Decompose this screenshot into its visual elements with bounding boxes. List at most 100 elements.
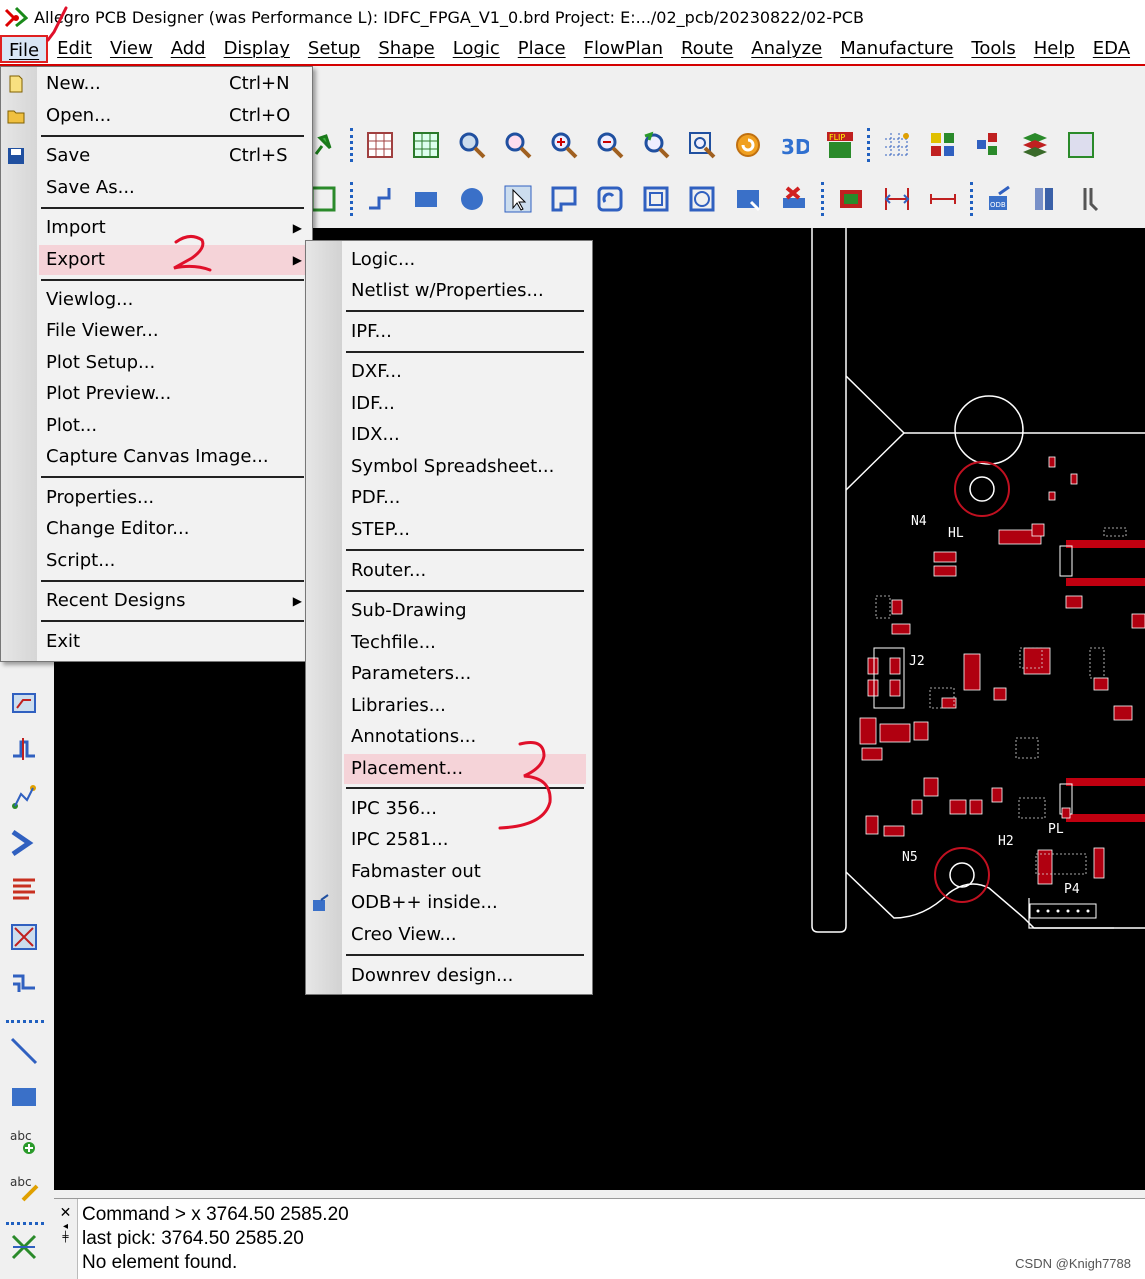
- zoom-window-icon[interactable]: [503, 130, 533, 160]
- menu-eda[interactable]: EDA: [1092, 38, 1131, 59]
- export-router-item[interactable]: Router...: [344, 556, 586, 586]
- export-ipc2581-item[interactable]: IPC 2581...: [344, 825, 586, 855]
- export-idx-item[interactable]: IDX...: [344, 420, 586, 450]
- zoom-in-icon[interactable]: [549, 130, 579, 160]
- file-plot-item[interactable]: Plot...: [39, 411, 306, 441]
- export-parameters-item[interactable]: Parameters...: [344, 659, 586, 689]
- menu-analyze[interactable]: Analyze: [751, 38, 823, 59]
- menu-logic[interactable]: Logic: [452, 38, 500, 59]
- file-exit-item[interactable]: Exit: [39, 627, 306, 657]
- add-line-icon[interactable]: [9, 1036, 39, 1066]
- close-icon[interactable]: ✕: [59, 1205, 72, 1221]
- file-change-editor-item[interactable]: Change Editor...: [39, 514, 306, 544]
- grid-snap-icon[interactable]: [411, 130, 441, 160]
- menu-manufacture[interactable]: Manufacture: [840, 38, 954, 59]
- file-save-as-item[interactable]: Save As...: [39, 173, 306, 203]
- layer-stack-icon[interactable]: [1020, 130, 1050, 160]
- export-libraries-item[interactable]: Libraries...: [344, 691, 586, 721]
- shape-fill-icon[interactable]: [733, 184, 763, 214]
- redraw-icon[interactable]: [733, 130, 763, 160]
- delete-shape-icon[interactable]: [779, 184, 809, 214]
- zoom-center-icon[interactable]: [687, 130, 717, 160]
- menu-flowplan[interactable]: FlowPlan: [583, 38, 664, 59]
- menu-edit[interactable]: Edit: [57, 38, 92, 59]
- file-new-item[interactable]: New... Ctrl+N: [9, 69, 306, 99]
- menu-route[interactable]: Route: [681, 38, 734, 59]
- square-shape-icon[interactable]: [641, 184, 671, 214]
- export-downrev-item[interactable]: Downrev design...: [344, 961, 586, 991]
- zoom-previous-icon[interactable]: [641, 130, 671, 160]
- export-fabmaster-item[interactable]: Fabmaster out: [344, 857, 586, 887]
- file-viewer-item[interactable]: File Viewer...: [39, 316, 306, 346]
- bus-icon[interactable]: [9, 922, 39, 952]
- file-properties-item[interactable]: Properties...: [39, 483, 306, 513]
- 3d-view-icon[interactable]: 3D: [779, 130, 809, 160]
- measure-icon[interactable]: [928, 184, 958, 214]
- export-logic-item[interactable]: Logic...: [344, 245, 586, 275]
- layers-panel-icon[interactable]: [1066, 130, 1096, 160]
- pin-left-icon[interactable]: ◂: [62, 1221, 69, 1232]
- file-open-item[interactable]: Open... Ctrl+O: [7, 101, 306, 131]
- add-rect-icon[interactable]: [9, 1082, 39, 1112]
- add-connect-icon[interactable]: [9, 688, 39, 718]
- auto-route-icon[interactable]: [9, 874, 39, 904]
- file-plot-setup-item[interactable]: Plot Setup...: [39, 348, 306, 378]
- script-icon[interactable]: [1077, 184, 1107, 214]
- export-pdf-item[interactable]: PDF...: [344, 483, 586, 513]
- export-step-item[interactable]: STEP...: [344, 515, 586, 545]
- slide-icon[interactable]: [9, 734, 39, 764]
- edit-text-icon[interactable]: abc: [9, 1172, 39, 1202]
- dock-icon[interactable]: ╪: [62, 1232, 69, 1243]
- add-text-icon[interactable]: abc: [9, 1126, 39, 1156]
- export-ipf-item[interactable]: IPF...: [344, 317, 586, 347]
- file-plot-preview-item[interactable]: Plot Preview...: [39, 379, 306, 409]
- circle-icon[interactable]: [457, 184, 487, 214]
- round-shape-icon[interactable]: [687, 184, 717, 214]
- menu-view[interactable]: View: [109, 38, 153, 59]
- visibility-icon[interactable]: [974, 130, 1004, 160]
- menu-add[interactable]: Add: [170, 38, 206, 59]
- grid-icon[interactable]: [365, 130, 395, 160]
- flip-design-icon[interactable]: FLIP: [825, 130, 855, 160]
- command-line[interactable]: Command > x 3764.50 2585.20: [82, 1204, 349, 1225]
- select-pointer-icon[interactable]: [503, 184, 533, 214]
- export-odb-item[interactable]: ODB++ inside...: [313, 888, 586, 918]
- export-sub-drawing-item[interactable]: Sub-Drawing: [344, 596, 586, 626]
- export-dxf-item[interactable]: DXF...: [344, 357, 586, 387]
- shape-edit-icon[interactable]: [549, 184, 579, 214]
- zoom-out-icon[interactable]: [595, 130, 625, 160]
- menu-display[interactable]: Display: [223, 38, 290, 59]
- layer-compare-icon[interactable]: [1031, 184, 1061, 214]
- dimension-icon[interactable]: [882, 184, 912, 214]
- menu-tools[interactable]: Tools: [971, 38, 1016, 59]
- file-script-item[interactable]: Script...: [39, 546, 306, 576]
- zoom-fit-icon[interactable]: [457, 130, 487, 160]
- component-icon[interactable]: [836, 184, 866, 214]
- file-export-item[interactable]: Export ▶: [39, 245, 306, 275]
- command-window-handle[interactable]: ✕ ◂ ╪: [54, 1199, 78, 1279]
- odb-export-icon[interactable]: ODB: [985, 184, 1015, 214]
- menu-place[interactable]: Place: [517, 38, 566, 59]
- export-annotations-item[interactable]: Annotations...: [344, 722, 586, 752]
- grid-points-icon[interactable]: [882, 130, 912, 160]
- export-placement-item[interactable]: Placement...: [344, 754, 586, 784]
- export-techfile-item[interactable]: Techfile...: [344, 628, 586, 658]
- arc-shape-icon[interactable]: [595, 184, 625, 214]
- menu-help[interactable]: Help: [1033, 38, 1075, 59]
- menu-setup[interactable]: Setup: [307, 38, 361, 59]
- fanout-icon[interactable]: [9, 828, 39, 858]
- step-line-icon[interactable]: [365, 184, 395, 214]
- file-save-item[interactable]: Save Ctrl+S: [8, 141, 306, 171]
- pin-icon[interactable]: [308, 130, 338, 160]
- export-idf-item[interactable]: IDF...: [344, 389, 586, 419]
- swap-icon[interactable]: [9, 1232, 39, 1262]
- menu-file[interactable]: File: [0, 35, 49, 63]
- spread-icon[interactable]: [9, 966, 39, 996]
- rectangle-icon[interactable]: [411, 184, 441, 214]
- file-recent-designs-item[interactable]: Recent Designs ▶: [39, 586, 306, 616]
- export-netlist-item[interactable]: Netlist w/Properties...: [344, 276, 586, 306]
- delay-tune-icon[interactable]: [9, 782, 39, 812]
- file-import-item[interactable]: Import ▶: [39, 213, 306, 243]
- file-viewlog-item[interactable]: Viewlog...: [39, 285, 306, 315]
- export-creo-view-item[interactable]: Creo View...: [344, 920, 586, 950]
